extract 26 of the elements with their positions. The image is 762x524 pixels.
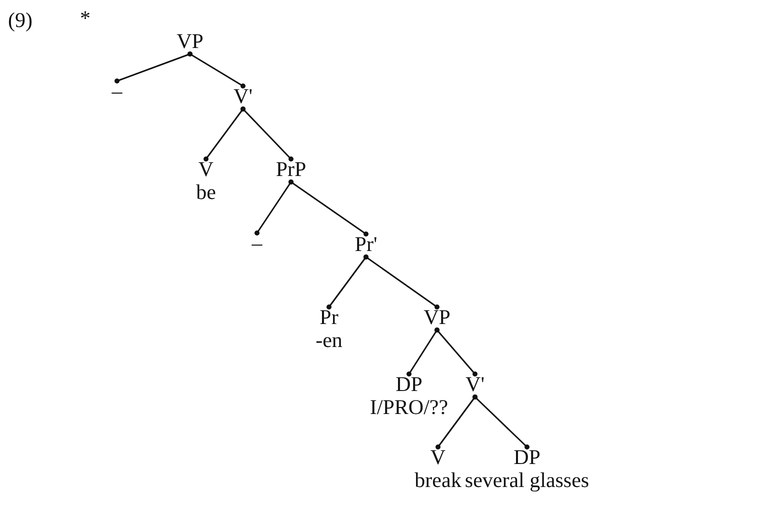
category-label: DP <box>394 373 424 396</box>
category-label: V <box>197 158 215 181</box>
word-label: I/PRO/?? <box>370 396 448 419</box>
category-label: PrP <box>276 158 306 181</box>
category-label: VP <box>176 30 204 53</box>
ungrammatical-mark: * <box>80 6 90 31</box>
tree-branch <box>288 180 368 236</box>
category-label: Pr' <box>354 233 378 256</box>
tree-branch <box>240 106 294 162</box>
category-label: – <box>252 232 262 255</box>
category-label: DP <box>512 446 542 469</box>
word-label: be <box>196 181 216 204</box>
word-label: -en <box>316 329 342 352</box>
tree-branch <box>364 254 440 310</box>
tree-branch <box>434 328 478 376</box>
category-label: V' <box>466 373 484 396</box>
word-label: several glasses <box>464 469 590 492</box>
category-label: V' <box>234 85 252 108</box>
example-number: (9) <box>8 8 32 33</box>
word-label: break <box>414 469 462 492</box>
category-label: V <box>429 446 447 469</box>
category-label: – <box>112 80 122 103</box>
tree-branch <box>188 52 246 88</box>
category-label: Pr <box>318 306 340 329</box>
category-label: VP <box>424 306 450 329</box>
tree-branch <box>472 394 530 450</box>
